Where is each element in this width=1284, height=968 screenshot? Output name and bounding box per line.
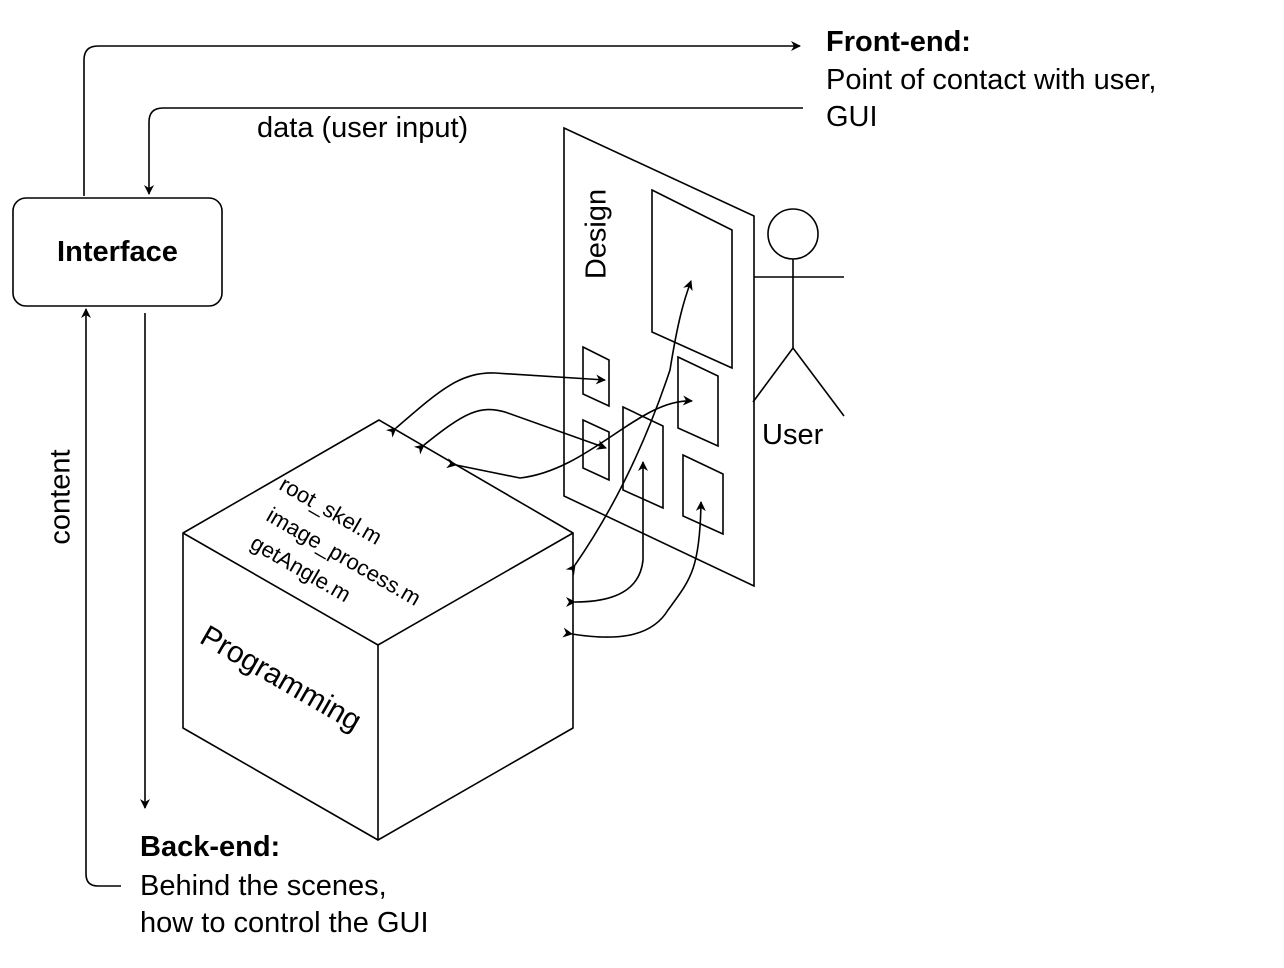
label-design: Design: [581, 189, 613, 279]
label-content: content: [45, 449, 77, 544]
user-label: User: [762, 419, 824, 451]
backend-line2: how to control the GUI: [140, 907, 429, 939]
backend-title: Back-end:: [140, 831, 281, 863]
edge-frontend-to-interface: [144, 107, 803, 195]
edge-interface-to-frontend: [83, 41, 801, 196]
frontend-title: Front-end:: [826, 26, 971, 58]
frontend-line1: Point of contact with user,: [826, 64, 1157, 96]
edge-backend-to-interface: [81, 308, 121, 887]
backend-line1: Behind the scenes,: [140, 870, 387, 902]
label-programming: Programming: [195, 619, 367, 738]
frontend-line2: GUI: [826, 101, 878, 133]
link-cube-widget-5: [562, 501, 706, 638]
user-figure: [752, 208, 845, 417]
data-user-input-label: data (user input): [257, 112, 469, 144]
programming-cube: [182, 419, 574, 841]
interface-box: [12, 197, 223, 307]
link-cube-widget-1: [385, 372, 606, 438]
interface-label: Interface: [57, 236, 178, 268]
